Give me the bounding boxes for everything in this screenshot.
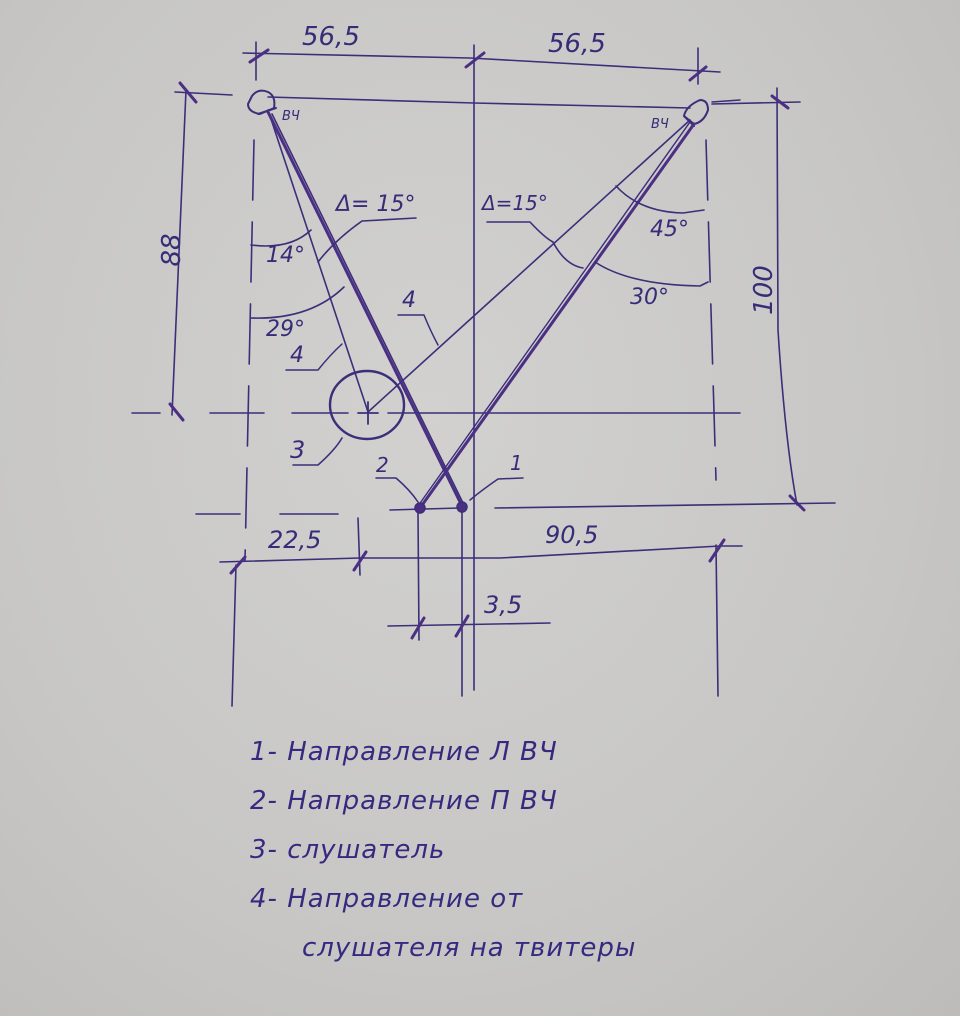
angle-right-delta: Δ=15°: [480, 191, 548, 215]
legend-item-2: 2- Направление П ВЧ: [250, 786, 558, 816]
legend: 1- Направление Л ВЧ 2- Направление П ВЧ …: [250, 728, 636, 973]
bottom-dimension: 22,5 90,5: [219, 517, 743, 576]
angle-left-outer: 29°: [266, 317, 305, 342]
dim-top-right: 56,5: [548, 29, 606, 59]
callout-left-line-4: 4: [290, 343, 304, 368]
right-vertical-dimension: 100: [711, 87, 806, 512]
callout-point-2: 2: [376, 453, 389, 477]
dim-bottom-left: 22,5: [268, 526, 321, 554]
callout-listener: 3: [290, 436, 305, 464]
tweeter-right-icon: ВЧ: [651, 99, 709, 132]
dim-gap: 3,5: [484, 591, 522, 619]
legend-item-3: 3- слушатель: [250, 835, 446, 865]
callout-center-line-4: 4: [402, 288, 416, 313]
legend-item-1: 1- Направление Л ВЧ: [250, 737, 558, 767]
aim-line-right-tweeter: [418, 122, 696, 510]
left-vertical-dimension: 88: [157, 81, 233, 422]
aim-line-left-tweeter: [266, 110, 464, 508]
dim-left-vertical: 88: [157, 233, 187, 266]
callout-point-1: 1: [510, 451, 523, 475]
legend-item-4: 4- Направление от: [250, 884, 524, 914]
right-angle-annotations: 45° 30° Δ=15°: [480, 185, 709, 310]
right-ref-line: [705, 139, 717, 481]
aim-point-1: [456, 501, 468, 513]
angle-left-inner: 14°: [266, 243, 305, 268]
tweeter-right-label: ВЧ: [651, 117, 669, 132]
dim-bottom-right: 90,5: [545, 521, 598, 549]
left-ref-line: [244, 139, 255, 561]
listener-icon: [328, 369, 406, 441]
angle-right-inner: 45°: [650, 217, 689, 242]
left-angle-annotations: 14° 29° Δ= 15° 4: [250, 192, 417, 371]
aim-point-2: [414, 502, 426, 514]
angle-right-outer: 30°: [630, 285, 669, 310]
dim-top-left: 56,5: [302, 22, 360, 52]
dim-right-vertical: 100: [749, 265, 779, 315]
tweeter-baseline: [267, 96, 691, 109]
aim-axis-line: [195, 502, 836, 515]
legend-item-4-continued: слушателя на твитеры: [302, 933, 637, 963]
tweeter-left-label: ВЧ: [282, 109, 300, 124]
angle-left-delta: Δ= 15°: [334, 192, 415, 217]
gap-dimension: 3,5: [387, 511, 551, 697]
sight-line-right: [367, 119, 691, 413]
top-dimension: 56,5 56,5: [242, 22, 721, 691]
